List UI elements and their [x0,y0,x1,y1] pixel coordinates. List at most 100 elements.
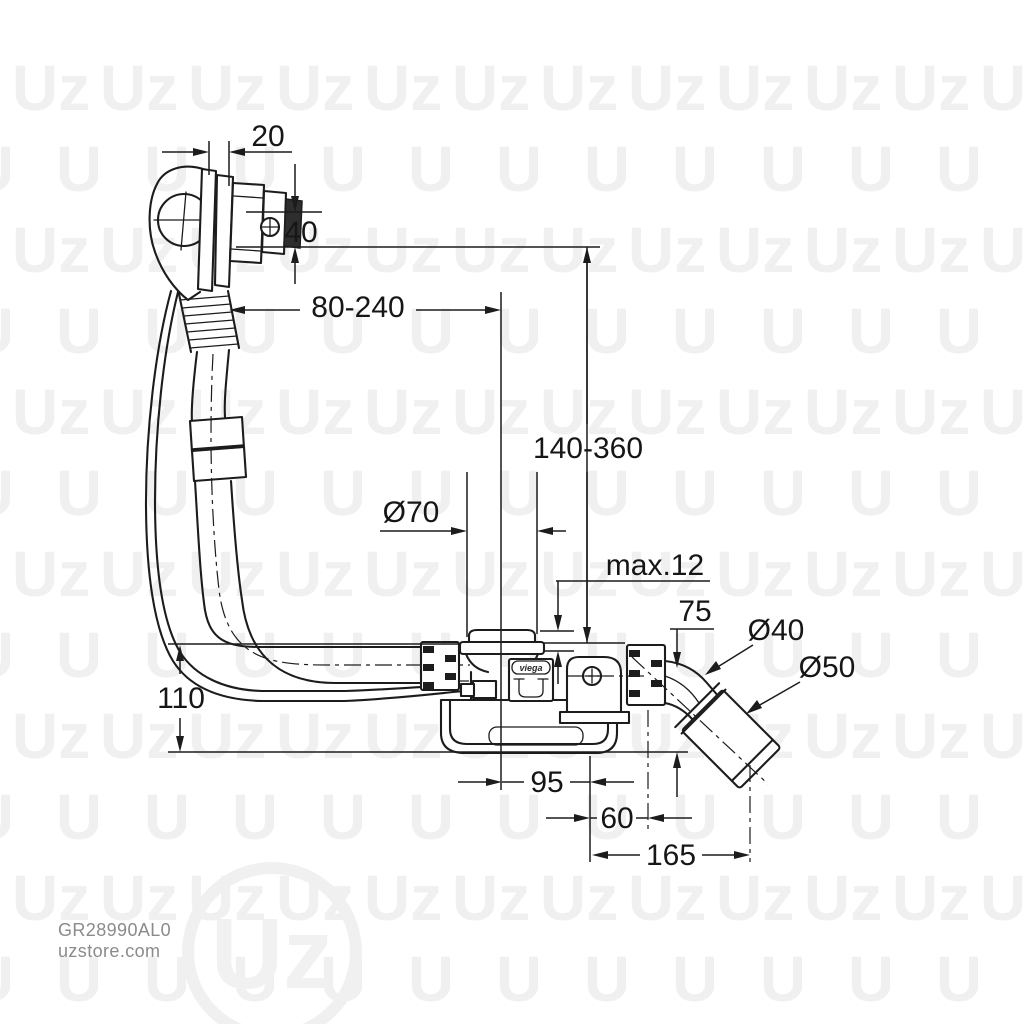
dim-75-arrow-up [673,752,681,768]
dim-label-d40: Ø40 [748,614,805,647]
dim-max12-lines [556,580,710,684]
ref-lines-max12 [540,630,625,652]
dim-d40-arrow [705,661,721,675]
dim-80-240-arrow-left [229,306,245,314]
dim-60-arrow-left [648,814,664,822]
inlet-nut-rib [423,664,434,671]
ext-lines-20 [208,141,230,186]
knob-body [148,165,208,302]
waste-plug-dome [467,628,537,644]
valve-body-block [228,181,266,265]
fixture-drawing: viega [144,165,781,862]
dim-95-arrow-left [590,778,606,786]
dim-40: 40 [284,164,318,284]
telescopic-pipe-right-run [229,479,426,685]
union-nut-rib [629,690,640,697]
dim-140-360-arrow-up [583,247,591,263]
dim-d40-leader [715,644,754,669]
brand-box [507,657,555,703]
telescopic-coupling-lower [190,445,248,483]
watermark-tiles [0,60,1024,1024]
tub-reference-lines [168,643,688,753]
cable-clamp-small [459,682,476,698]
dim-d70-arrow-left [537,527,553,535]
dim-75-arrow-down [673,652,681,668]
dim-140-360: 140-360 [533,247,643,643]
valve-body-lines [230,195,264,252]
dim-80-240-arrow-right [485,306,501,314]
dim-40-arrow-up [291,247,299,263]
trap-water-seal [488,726,584,746]
dim-max12-arrow-up [554,651,562,667]
dim-75: 75 [670,595,714,797]
dim-d70: Ø70 [380,496,566,535]
coupling-band [191,444,245,452]
pipe-centerline [210,353,470,666]
cable-box: viega [459,657,555,703]
dim-75-lines [670,628,714,797]
socket-end-line [730,738,774,782]
dim-165-arrow-right [734,851,750,859]
watermark-layer: Uz [0,60,1024,1024]
dim-label-d50: Ø50 [799,651,856,684]
dim-110: 110 [157,645,205,752]
cable-hose-outer [144,289,476,703]
inlet-nut-rib [445,673,456,680]
dim-140-360-arrow-down [583,627,591,643]
dim-95: 95 [458,766,634,799]
flexible-hoses [144,289,476,703]
dim-label-95: 95 [530,766,563,799]
dim-d50-leader [757,681,801,707]
inlet-nut-rib [445,655,456,662]
dim-20-arrow-right [193,148,209,156]
angled-pipe-inner [664,675,700,704]
cable-clamp [471,679,498,700]
dim-d40: Ø40 [705,614,804,675]
dim-label-110: 110 [157,682,205,715]
valve-screw-cross [261,218,279,236]
dim-20-arrow-left [229,148,245,156]
dim-label-60: 60 [600,802,633,835]
cable-hose-inner [153,290,476,693]
overflow-head [148,165,303,354]
dim-165-arrow-left [592,851,608,859]
dim-110-arrow-down [176,736,184,752]
footer-sku: GR28990AL0 [58,920,171,940]
dim-60: 60 [546,802,692,835]
dim-60-arrow-right [574,814,590,822]
dim-95-arrow-right [486,778,502,786]
footer-site: uzstore.com [58,941,160,961]
inlet-nut-rib [423,646,434,653]
reference-lines [168,141,688,862]
dim-110-arrow-up [176,645,184,661]
hook-glyph [513,678,549,698]
dim-label-max12: max.12 [606,549,704,582]
telescopic-pipe-right-edge-upper [223,348,231,419]
telescopic-pipe-left-run [193,479,426,649]
ext-lines-d70 [466,472,538,637]
waste-flange-plate [458,640,546,656]
dim-40-arrow-down [291,196,299,212]
telescopic-pipe-left-edge [190,350,199,424]
dim-label-165: 165 [646,839,696,872]
dim-label-75: 75 [678,595,711,628]
dim-165: 165 [592,839,750,872]
dim-max12-arrow-down [554,615,562,631]
union-nut-rib [629,650,640,657]
dim-d50: Ø50 [746,651,855,714]
outlet-elbow [558,643,781,862]
dim-max12: max.12 [554,549,710,684]
dim-label-d70: Ø70 [383,496,440,529]
flange-plate-2 [213,173,235,289]
union-nut-rib [651,660,662,667]
union-nut-rib [651,680,662,687]
watermark-badge-text: Uz [211,898,333,1010]
inlet-nut-rib [423,682,434,689]
elbow-base [558,710,631,725]
corrugated-hose-edges [177,289,241,354]
dim-d50-arrow [746,700,762,714]
dimension-annotations: 20 40 80-240 140-360 Ø70 [157,120,855,872]
dim-d70-arrow-right [451,527,467,535]
